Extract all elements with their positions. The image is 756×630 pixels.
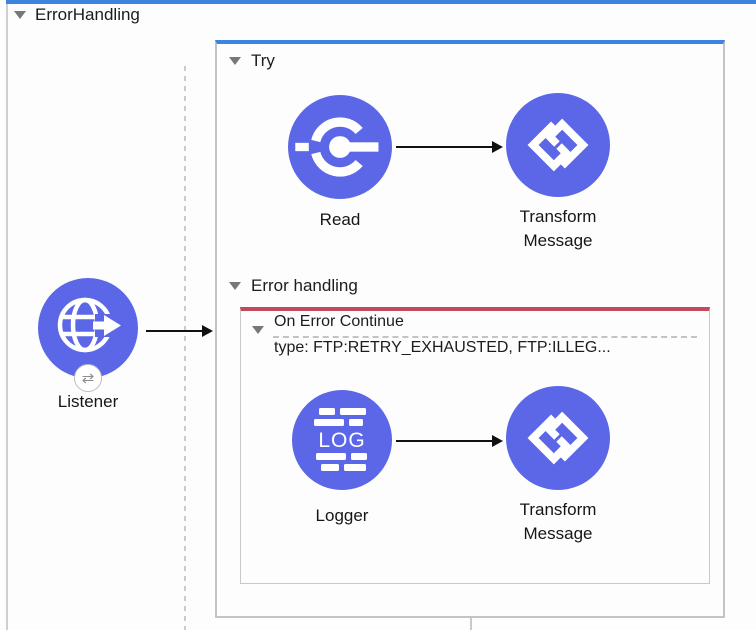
try-scope-label: Try — [251, 51, 275, 70]
flow-top-accent-bar — [6, 0, 756, 4]
read-label: Read — [319, 210, 361, 229]
collapse-triangle-icon[interactable] — [252, 326, 264, 334]
logger-node[interactable]: LOG — [292, 390, 392, 490]
flow-header: ErrorHandling — [14, 5, 140, 25]
transform-message-node[interactable] — [506, 386, 610, 490]
logger-label: Logger — [315, 506, 369, 525]
flow-arrow — [396, 435, 503, 447]
on-error-continue-title: On Error Continue — [274, 313, 404, 330]
try-scope-header: Try — [229, 51, 275, 71]
dataweave-icon — [527, 411, 589, 465]
listener-label: Listener — [57, 392, 119, 411]
flow-title: ErrorHandling — [35, 5, 140, 24]
source-process-divider — [184, 66, 186, 630]
read-node[interactable] — [288, 95, 392, 199]
flow-arrow — [396, 141, 503, 153]
error-handling-label: Error handling — [251, 276, 358, 295]
dataweave-icon — [527, 118, 589, 172]
http-listener-globe-icon — [57, 297, 130, 353]
logger-icon: LOG — [314, 408, 367, 471]
listener-redelivery-badge: ⇄ — [74, 364, 102, 392]
transform-message-label: Transform Message — [519, 207, 597, 250]
on-error-type-line: type: FTP:RETRY_EXHAUSTED, FTP:ILLEG... — [274, 339, 611, 356]
connector-operation-icon — [295, 117, 379, 177]
flow-bottom-connector — [470, 618, 472, 630]
title-separator — [273, 336, 697, 338]
error-handling-header: Error handling — [229, 276, 358, 296]
collapse-triangle-icon[interactable] — [229, 282, 241, 290]
listener-node[interactable] — [38, 278, 138, 378]
transform-message-label: Transform Message — [519, 500, 597, 543]
collapse-triangle-icon[interactable] — [229, 57, 241, 65]
logger-icon-text: LOG — [318, 429, 365, 452]
sync-arrows-icon: ⇄ — [81, 370, 95, 387]
on-error-continue-scope[interactable]: On Error Continue type: FTP:RETRY_EXHAUS… — [240, 307, 710, 584]
try-scope[interactable]: Try Read — [215, 40, 725, 618]
collapse-triangle-icon[interactable] — [14, 11, 26, 19]
flow-left-border — [6, 4, 8, 630]
flow-arrow — [146, 325, 213, 337]
transform-message-node[interactable] — [506, 93, 610, 197]
